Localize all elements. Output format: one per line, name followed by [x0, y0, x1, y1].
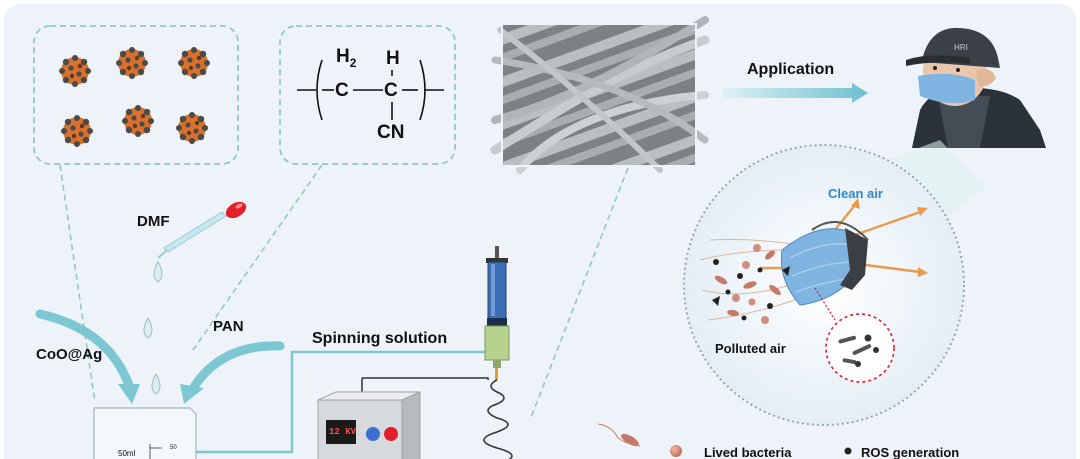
sem-fiber-strands	[490, 16, 710, 174]
label-coo-ag: CoO@Ag	[36, 346, 103, 363]
person-illustration: HRI	[906, 27, 1046, 148]
dropper	[157, 201, 247, 259]
formula-h2: H2	[336, 46, 357, 70]
pollutant-particles	[712, 244, 790, 324]
formula-c2: C	[384, 80, 398, 101]
application-arrow	[722, 83, 868, 103]
legend-bacteria-icon	[597, 423, 682, 457]
particles-box	[33, 25, 239, 165]
syringe	[484, 246, 510, 380]
beaker	[93, 407, 197, 459]
pan-formula: H2 H C C CN	[284, 40, 444, 160]
label-spinning-solution: Spinning solution	[312, 330, 448, 347]
label-pan: PAN	[213, 318, 244, 335]
pollutant-strands	[699, 239, 801, 321]
label-dmf: DMF	[137, 213, 170, 230]
pan-structure-box	[279, 25, 456, 165]
legend-ros-generation: ROS generation	[861, 445, 960, 459]
svg-text:HRI: HRI	[954, 43, 968, 52]
voltage-display: 12 KV	[329, 427, 357, 437]
pan-structure-lines	[297, 59, 444, 121]
formula-h: H	[386, 48, 400, 69]
legend-lived-bacteria: Lived bacteria	[704, 445, 792, 459]
fiber-jet-spiral	[483, 379, 513, 459]
input-arrows	[35, 309, 285, 395]
dashed-connectors	[59, 164, 629, 421]
legend-ros-icon	[844, 447, 852, 455]
label-application: Application	[747, 61, 835, 78]
label-clean-air: Clean air	[828, 186, 883, 201]
beaker-volume-label: 50ml	[118, 449, 136, 458]
mask-illustration	[780, 221, 869, 306]
inset-fibers	[838, 334, 879, 367]
solution-flow-line	[196, 350, 488, 454]
beaker-mark-label: 50	[170, 445, 177, 451]
label-polluted-air: Polluted air	[715, 341, 786, 356]
droplets	[143, 260, 163, 395]
formula-c1: C	[335, 80, 349, 101]
formula-cn: CN	[377, 122, 405, 143]
fiber-zoom-inset	[825, 313, 895, 383]
high-voltage-supply	[317, 377, 489, 459]
